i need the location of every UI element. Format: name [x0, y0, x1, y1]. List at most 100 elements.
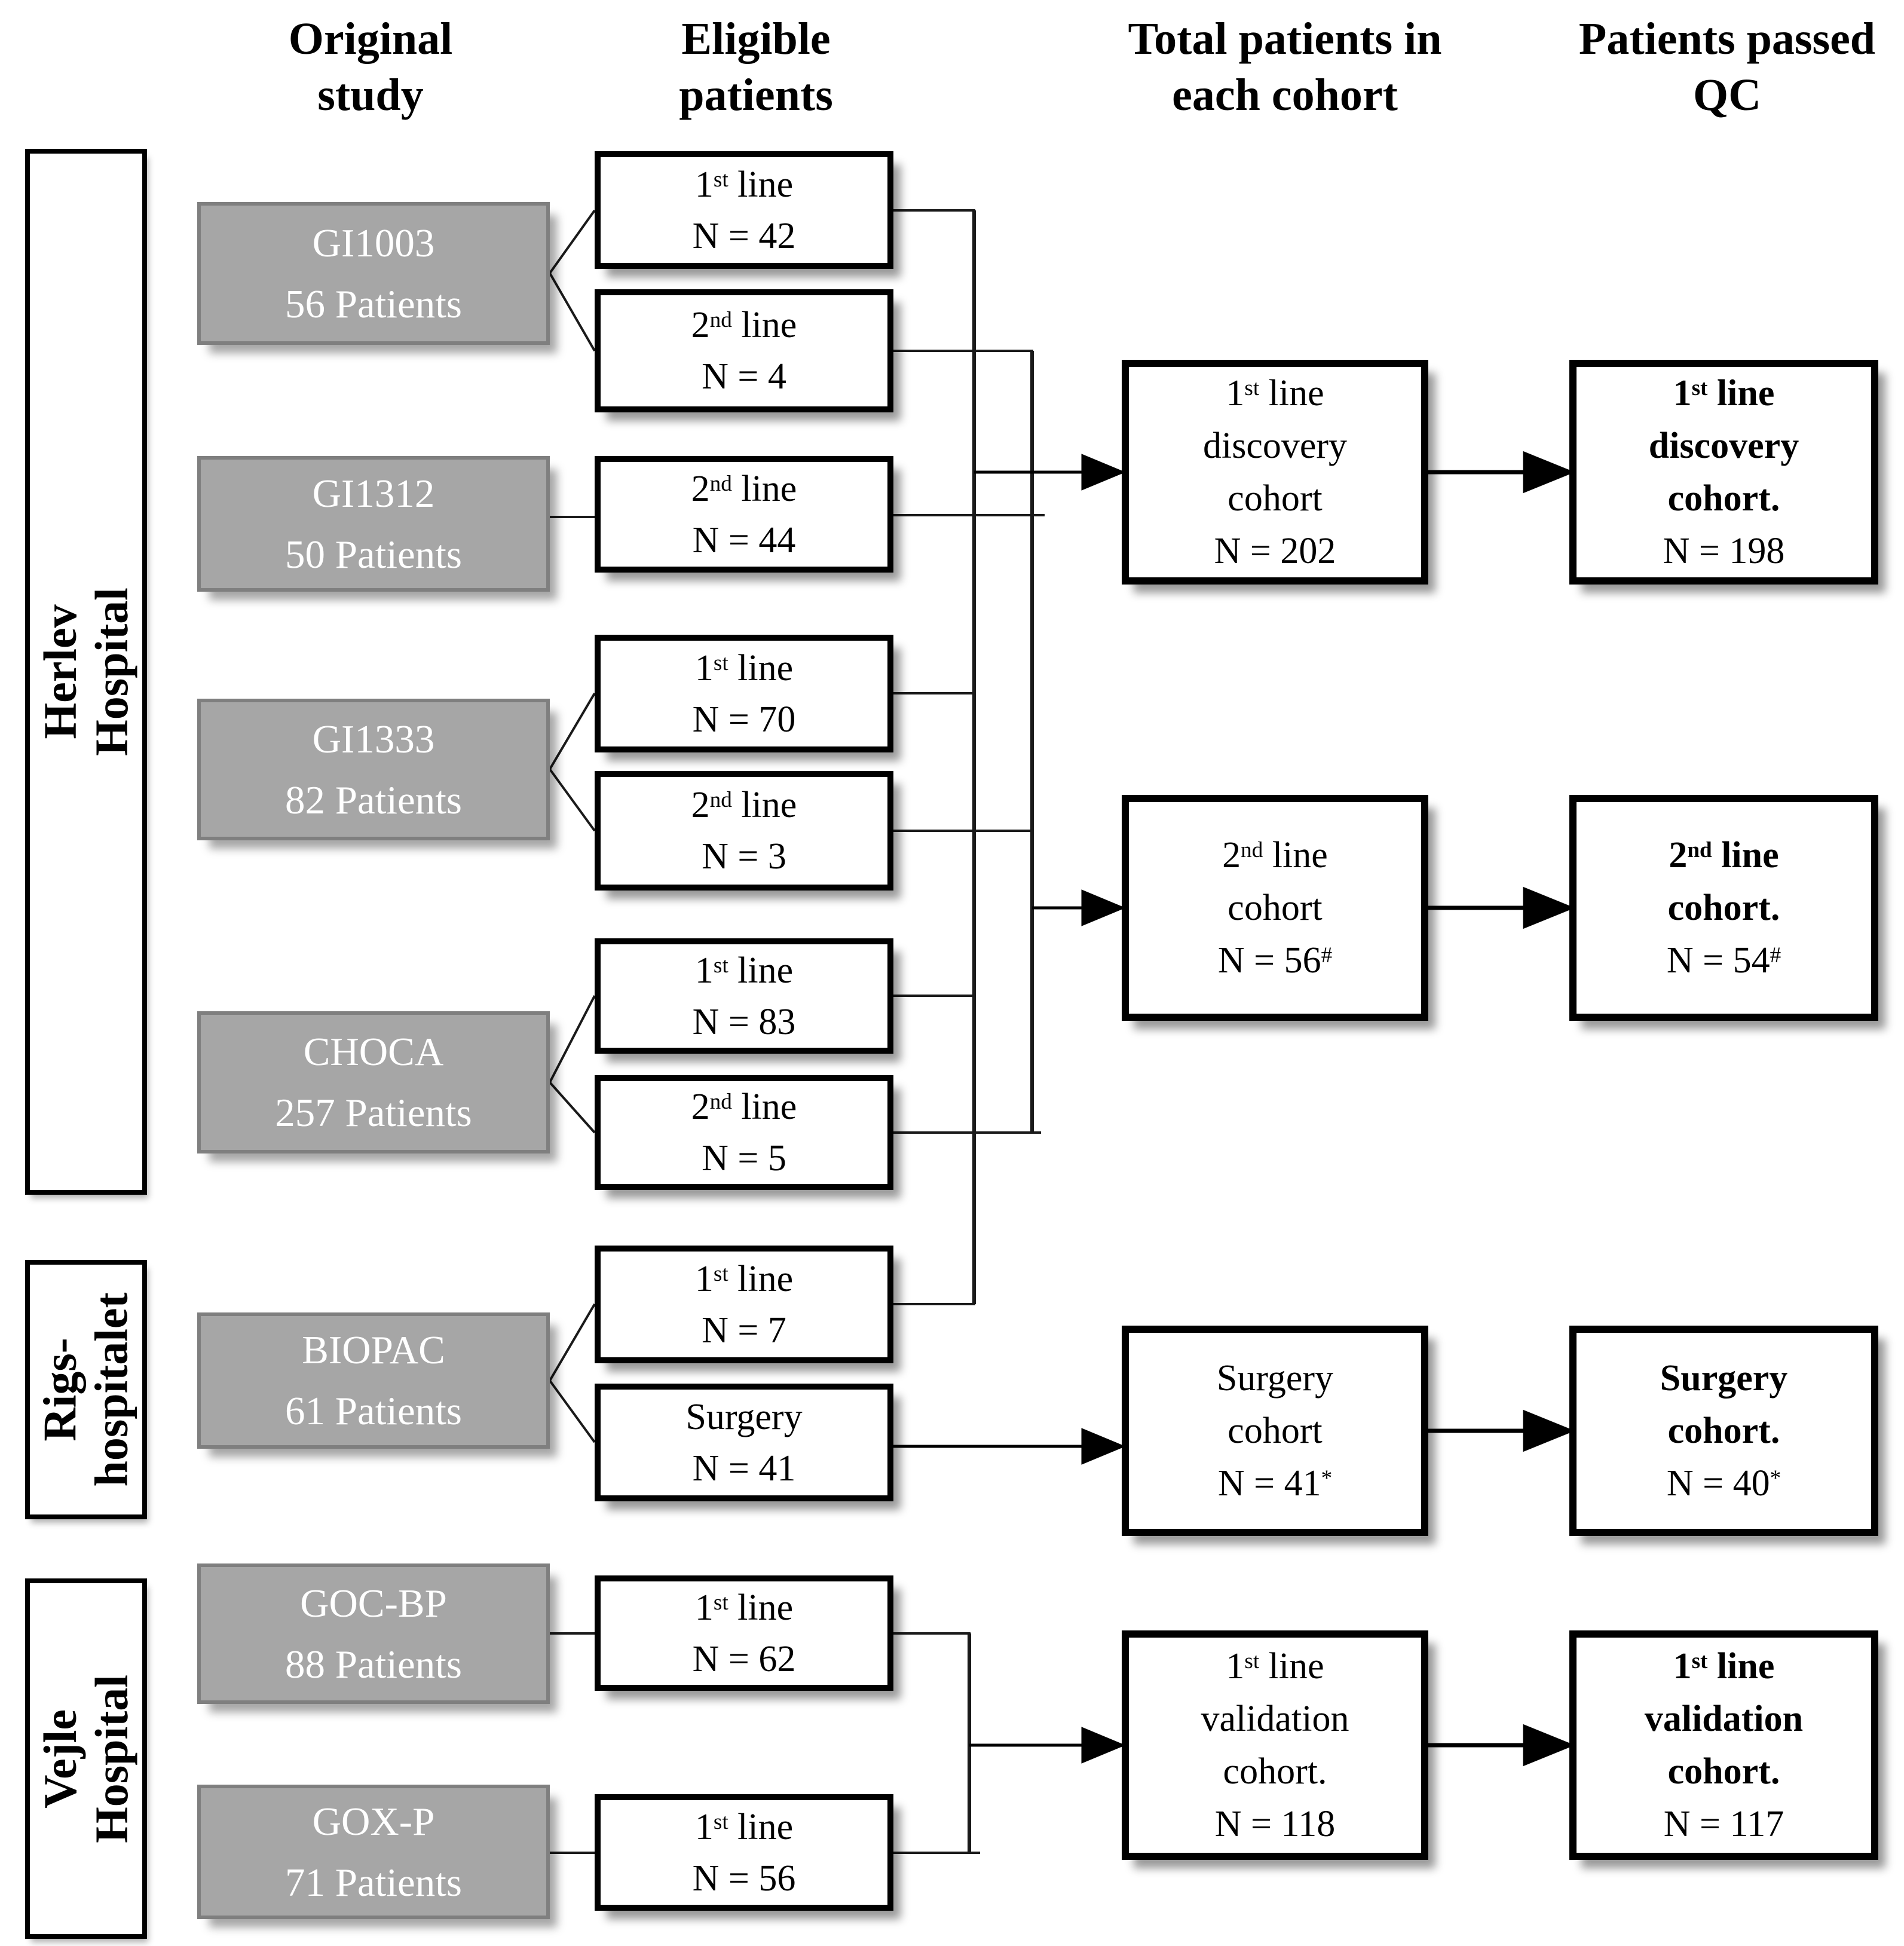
study-name: GI1312 [312, 471, 435, 516]
fork-gi1003-1stline [549, 209, 596, 274]
eligible-line: 1st line [694, 164, 794, 205]
fork-biopac-surgery [549, 1379, 596, 1443]
arrow-qc-2ndline-head [1523, 886, 1575, 929]
study-name: GOC-BP [300, 1581, 447, 1626]
eligible-n: N = 41 [692, 1448, 796, 1489]
eligible-n: N = 83 [692, 1001, 796, 1042]
cohort-n: N = 56# [1217, 940, 1333, 981]
arrow-qc-discovery-head [1523, 451, 1575, 494]
study-name: GI1003 [312, 221, 435, 265]
hospital-label-rigshospitalet-text: Rigs- hospitalet [34, 1292, 137, 1487]
study-box-biopac: BIOPAC 61 Patients [197, 1312, 550, 1449]
eligible-line: Surgery [685, 1396, 803, 1437]
eligible-box-gi1333-2nd: 2nd line N = 3 [595, 771, 893, 891]
eligible-box-biopac-1st: 1st line N = 7 [595, 1246, 893, 1363]
study-patients: 88 Patients [285, 1642, 462, 1687]
eligible-line: 2nd line [691, 785, 797, 825]
eligible-line: 2nd line [691, 468, 797, 509]
eligible-box-choca-2nd: 2nd line N = 5 [595, 1075, 893, 1190]
arrow-qc-surgery-head [1523, 1409, 1575, 1452]
hospital-label-vejle: Vejle Hospital [25, 1578, 147, 1939]
eligible-box-biopac-surgery: Surgery N = 41 [595, 1384, 893, 1501]
fork-choca-1stline [549, 995, 596, 1083]
study-box-gocbp: GOC-BP 88 Patients [197, 1563, 550, 1704]
eligible-box-choca-1st: 1st line N = 83 [595, 938, 893, 1054]
qc-n: N = 54# [1666, 940, 1781, 981]
eligible-line: 2nd line [691, 305, 797, 345]
study-box-choca: CHOCA 257 Patients [197, 1011, 550, 1153]
eligible-n: N = 70 [692, 699, 796, 740]
arrow-qc-validation-head [1523, 1724, 1575, 1767]
cohort-n: N = 118 [1214, 1804, 1336, 1844]
study-name: CHOCA [303, 1030, 444, 1074]
eligible-box-gi1312-2nd: 2nd line N = 44 [595, 456, 893, 573]
eligible-box-gi1333-1st: 1st line N = 70 [595, 635, 893, 752]
eligible-box-gocbp-1st: 1st line N = 62 [595, 1575, 893, 1691]
fork-gi1333-2ndline [549, 768, 596, 832]
eligible-n: N = 42 [692, 215, 796, 256]
qc-n: N = 40* [1666, 1463, 1781, 1504]
eligible-box-gi1003-2nd: 2nd line N = 4 [595, 289, 893, 412]
study-box-gi1333: GI1333 82 Patients [197, 699, 550, 840]
arrow-2ndline-head [1081, 889, 1126, 926]
study-box-gi1312: GI1312 50 Patients [197, 456, 550, 592]
eligible-n: N = 5 [702, 1138, 786, 1179]
study-patients: 71 Patients [285, 1860, 462, 1905]
eligible-line: 1st line [694, 1258, 794, 1299]
eligible-n: N = 7 [702, 1309, 786, 1351]
study-name: BIOPAC [302, 1328, 445, 1372]
hospital-label-vejle-text: Vejle Hospital [34, 1674, 137, 1843]
eligible-line: 1st line [694, 1587, 794, 1628]
eligible-box-gi1003-1st: 1st line N = 42 [595, 151, 893, 269]
study-name: GI1333 [312, 717, 435, 761]
eligible-n: N = 4 [702, 356, 786, 397]
eligible-line: 1st line [694, 647, 794, 689]
qc-n: N = 198 [1663, 531, 1785, 571]
eligible-n: N = 44 [692, 519, 796, 561]
eligible-line: 2nd line [691, 1087, 797, 1127]
study-patients: 61 Patients [285, 1389, 462, 1433]
cohort-n: N = 41* [1217, 1463, 1333, 1504]
column-header-patients-passed-qc: Patients passed QC [1578, 14, 1876, 120]
eligible-line: 1st line [694, 950, 794, 991]
column-header-original-study: Original study [288, 14, 453, 120]
arrow-discovery-head [1081, 454, 1126, 491]
eligible-n: N = 56 [692, 1858, 796, 1899]
study-box-gi1003: GI1003 56 Patients [197, 202, 550, 345]
arrow-validation-head [1081, 1727, 1126, 1764]
fork-gi1333-1stline [549, 692, 596, 770]
fork-choca-2ndline [549, 1081, 596, 1134]
study-patients: 50 Patients [285, 532, 462, 577]
cohort-n: N = 202 [1214, 531, 1336, 571]
study-patients: 257 Patients [275, 1091, 472, 1135]
eligible-n: N = 3 [702, 836, 786, 877]
eligible-n: N = 62 [692, 1638, 796, 1679]
column-header-eligible-patients: Eligible patients [679, 14, 833, 120]
eligible-box-goxp-1st: 1st line N = 56 [595, 1794, 893, 1911]
column-header-total-patients: Total patients in each cohort [1128, 14, 1442, 120]
study-box-goxp: GOX-P 71 Patients [197, 1785, 550, 1919]
study-name: GOX-P [312, 1799, 435, 1844]
study-patients: 82 Patients [285, 778, 462, 822]
study-patients: 56 Patients [285, 282, 462, 326]
fork-biopac-1stline [549, 1303, 596, 1382]
fork-gi1003-2ndline [549, 273, 596, 351]
